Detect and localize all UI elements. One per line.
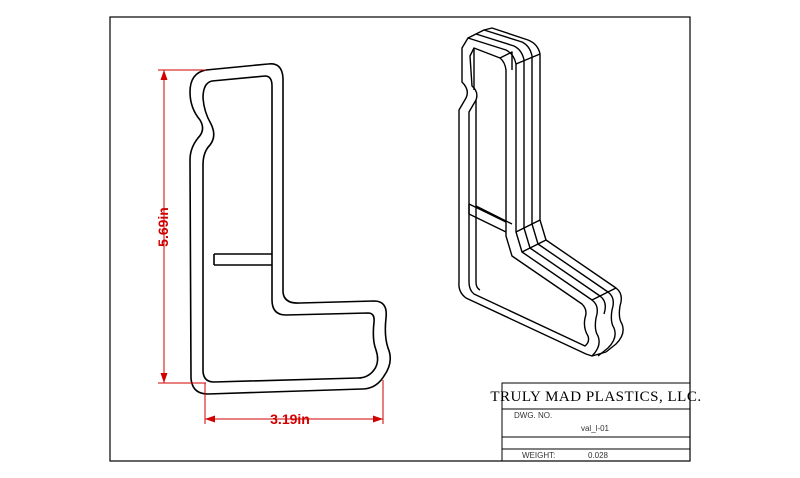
iso-rim-layer-3 <box>483 27 624 353</box>
front-view-outer-outline <box>189 62 392 395</box>
weight-label: WEIGHT: <box>522 451 555 460</box>
front-view <box>189 62 392 395</box>
iso-depth-edge-2 <box>515 219 541 233</box>
iso-inner-wall-2 <box>475 100 481 291</box>
company-name: TRULY MAD PLASTICS, LLC. <box>490 389 701 405</box>
iso-front-outer <box>458 37 600 357</box>
height-arrow-top <box>160 70 168 80</box>
dwg-no-value: val_l-01 <box>581 424 610 433</box>
height-dimension-label: 5.69in <box>155 207 171 247</box>
iso-rim-layer-2 <box>475 29 616 357</box>
iso-depth-edge-3 <box>521 239 547 253</box>
width-arrow-left <box>205 415 215 423</box>
isometric-view <box>458 27 624 357</box>
iso-inner-wall-3 <box>499 51 513 70</box>
weight-value: 0.028 <box>588 451 609 460</box>
iso-depth-edge-4 <box>591 287 617 301</box>
height-arrow-bottom <box>160 373 168 383</box>
iso-depth-edge-5 <box>591 351 607 357</box>
dwg-no-label: DWG. NO. <box>514 411 552 420</box>
height-dimension <box>158 69 206 384</box>
iso-front-inner <box>468 47 590 347</box>
width-dimension <box>204 380 384 424</box>
width-dimension-label: 3.19in <box>270 411 310 427</box>
iso-crossbar <box>468 203 507 233</box>
iso-depth-edge-1 <box>515 53 541 65</box>
iso-rim-layer-1 <box>467 33 607 315</box>
front-view-inner-outline <box>202 75 379 383</box>
title-block-frame <box>501 382 691 462</box>
iso-crossbar-depth <box>475 205 513 225</box>
sheet-border <box>109 16 691 462</box>
title-block <box>501 382 691 462</box>
width-arrow-right <box>373 415 383 423</box>
